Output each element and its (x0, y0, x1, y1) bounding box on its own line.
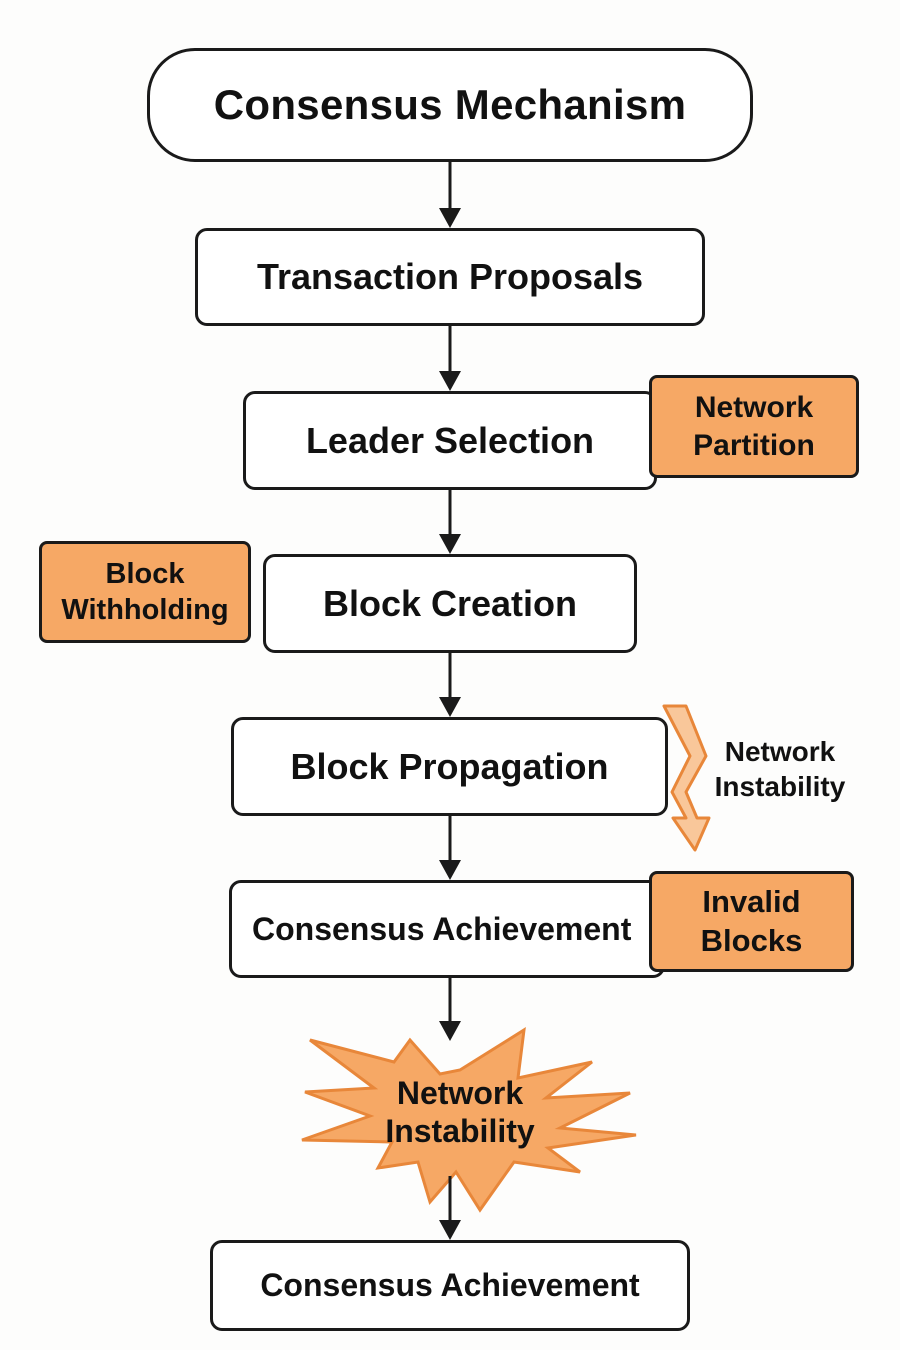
burst-label: Network Instability (360, 1074, 560, 1151)
flow-arrow-4 (439, 653, 461, 717)
step-label: Leader Selection (305, 419, 595, 461)
title-text: Consensus Mechanism (213, 81, 687, 128)
step-consensus-achievement-1: Consensus Achievement (229, 880, 665, 978)
step-label: Block Creation (322, 582, 578, 624)
step-consensus-achievement-2: Consensus Achievement (210, 1240, 690, 1331)
step-label: Transaction Proposals (256, 256, 644, 297)
side-note-line: Instability (714, 771, 846, 802)
network-instability-burst (301, 1027, 637, 1213)
flow-arrow-3 (439, 490, 461, 554)
risk-label-line: Blocks (700, 922, 803, 958)
risk-label-line: Withholding (61, 594, 229, 626)
risk-label-line: Partition (693, 428, 815, 462)
risk-network-partition: Network Partition (649, 375, 859, 478)
side-note-line: Network (724, 736, 836, 767)
risk-label-line: Network (694, 391, 814, 424)
flow-arrow-2 (439, 326, 461, 391)
step-label: Consensus Achievement (260, 1267, 640, 1303)
step-block-creation: Block Creation (263, 554, 637, 653)
burst-label-line: Network (396, 1075, 524, 1111)
step-transaction-proposals: Transaction Proposals (195, 228, 705, 326)
burst-label-line: Instability (385, 1113, 535, 1150)
risk-block-withholding: Block Withholding (39, 541, 251, 643)
flow-arrow-1 (439, 162, 461, 228)
zigzag-arrow-icon (662, 704, 711, 852)
side-note-network-instability: Network Instability (704, 734, 856, 804)
step-block-propagation: Block Propagation (231, 717, 668, 816)
title-node: Consensus Mechanism (147, 48, 753, 162)
risk-label-line: Invalid (702, 883, 801, 919)
step-leader-selection: Leader Selection (243, 391, 657, 490)
flow-arrow-7 (439, 1176, 461, 1240)
flow-arrow-5 (439, 816, 461, 880)
step-label: Consensus Achievement (252, 910, 632, 947)
risk-invalid-blocks: Invalid Blocks (649, 871, 854, 972)
flow-arrow-6 (439, 978, 461, 1041)
step-label: Block Propagation (290, 745, 609, 787)
risk-label-line: Block (105, 557, 185, 590)
